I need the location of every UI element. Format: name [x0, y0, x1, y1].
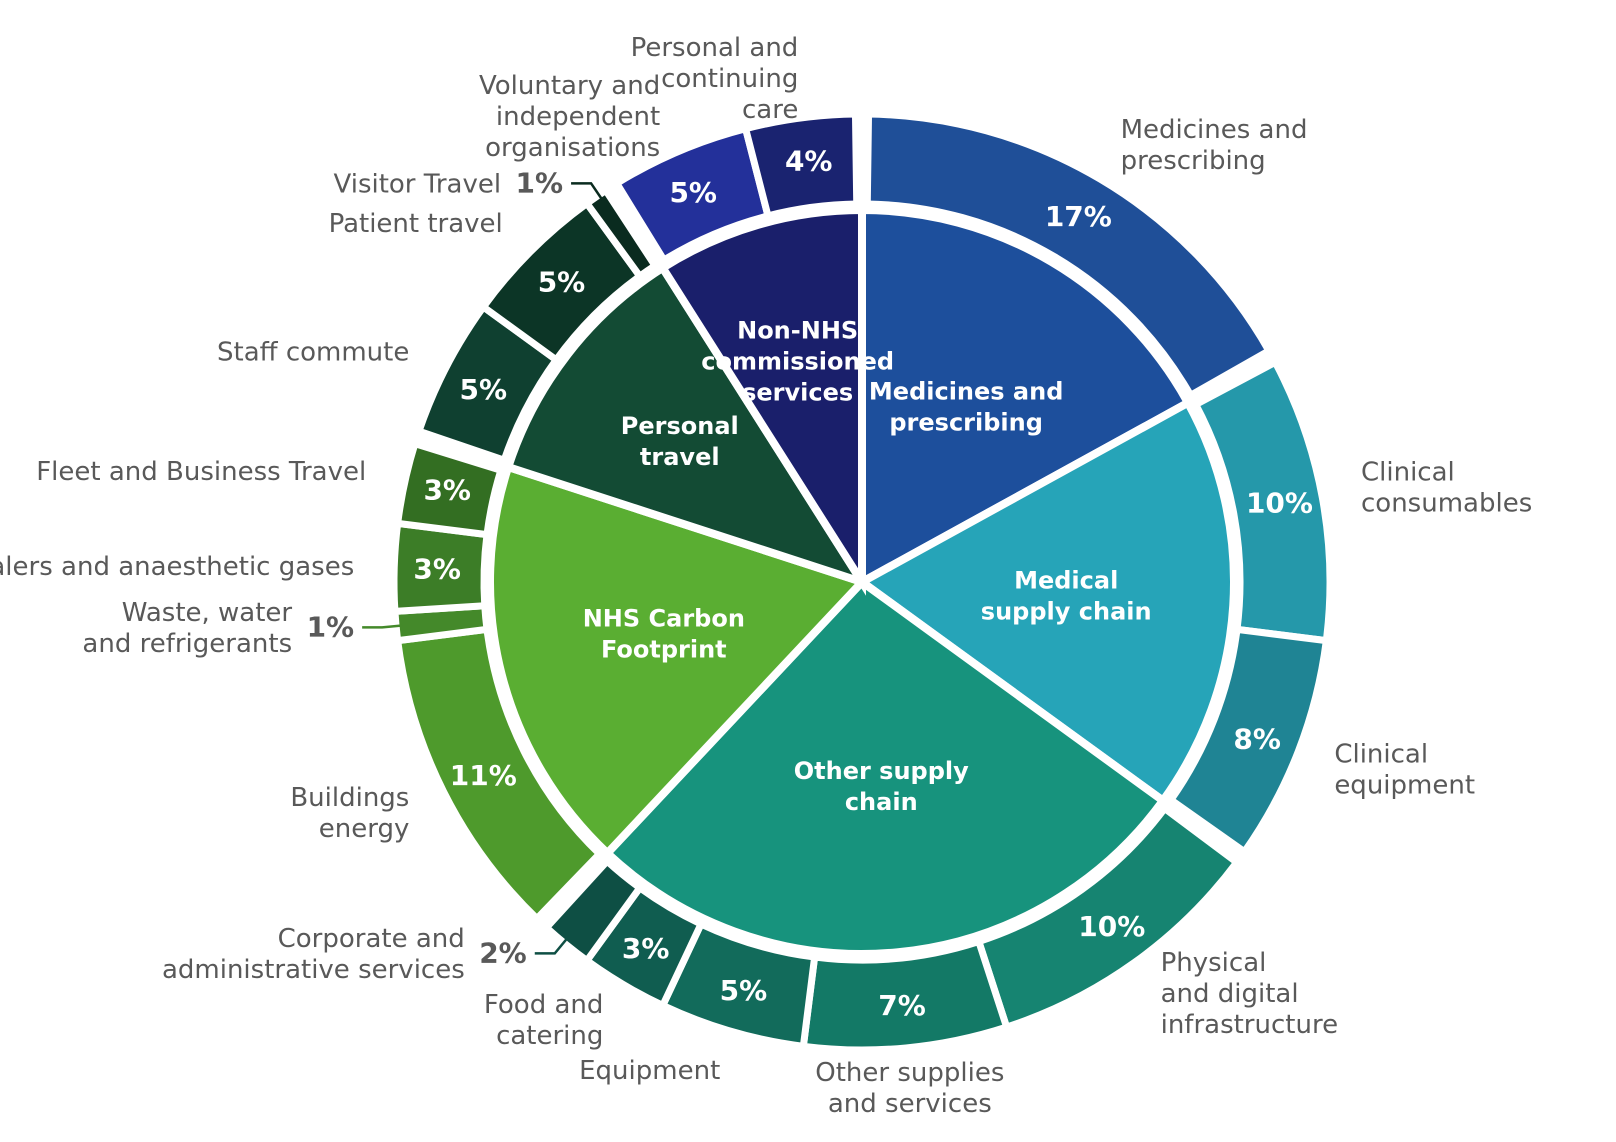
outer-value-label: 10%	[1246, 486, 1313, 519]
outer-value-label: 5%	[720, 974, 768, 1007]
category-label-fleet-and-business-travel: Fleet and Business Travel	[36, 457, 366, 487]
outer-value-label: 1%	[307, 610, 355, 643]
inner-segment-medical-supply-chain	[854, 397, 1238, 807]
outer-value-label: 3%	[622, 932, 670, 965]
category-label-staff-commute: Staff commute	[217, 337, 409, 367]
category-label-patient-travel: Patient travel	[329, 209, 503, 239]
outer-value-label: 2%	[479, 936, 527, 969]
category-label-visitor-travel: Visitor Travel	[334, 169, 502, 199]
inner-segment-other-supply-chain	[601, 576, 1169, 958]
outer-value-label: 4%	[785, 144, 833, 177]
outer-value-label: 3%	[423, 473, 471, 506]
leader-line	[534, 937, 569, 955]
leader-line	[571, 182, 604, 201]
category-label-equipment: Equipment	[579, 1056, 720, 1086]
outer-segment-medicines-and-prescribing	[863, 110, 1274, 401]
outer-value-label: 5%	[669, 176, 717, 209]
category-label-inhalers-and-anaesthetic-gases: Inhalers and anaesthetic gases	[0, 552, 354, 582]
outer-value-label: 5%	[460, 373, 508, 406]
outer-segment-personal-and-continuing-care	[741, 110, 861, 221]
leader-line	[362, 624, 403, 629]
inner-segment-non-nhs-commissioned-services	[657, 205, 866, 596]
outer-value-label: 10%	[1078, 910, 1145, 943]
inner-segment-personal-travel	[503, 262, 872, 590]
outer-value-label: 8%	[1233, 722, 1281, 755]
outer-ring	[390, 110, 1334, 1054]
inner-segment-nhs-carbon-footprint	[486, 462, 870, 859]
outer-value-label: 3%	[413, 553, 461, 586]
outer-value-label: 17%	[1045, 200, 1112, 233]
outer-value-label: 5%	[538, 265, 586, 298]
outer-segment-clinical-equipment	[1166, 625, 1331, 857]
outer-value-label: 11%	[450, 759, 517, 792]
inner-segment-medicines-and-prescribing	[858, 205, 1194, 589]
outer-value-label: 7%	[878, 989, 926, 1022]
outer-segment-corporate-and-administrative-services	[541, 856, 645, 966]
outer-value-label: 1%	[516, 166, 564, 199]
outer-segment-fleet-and-business-travel	[393, 439, 506, 539]
outer-segment-visitor-travel	[582, 185, 660, 282]
